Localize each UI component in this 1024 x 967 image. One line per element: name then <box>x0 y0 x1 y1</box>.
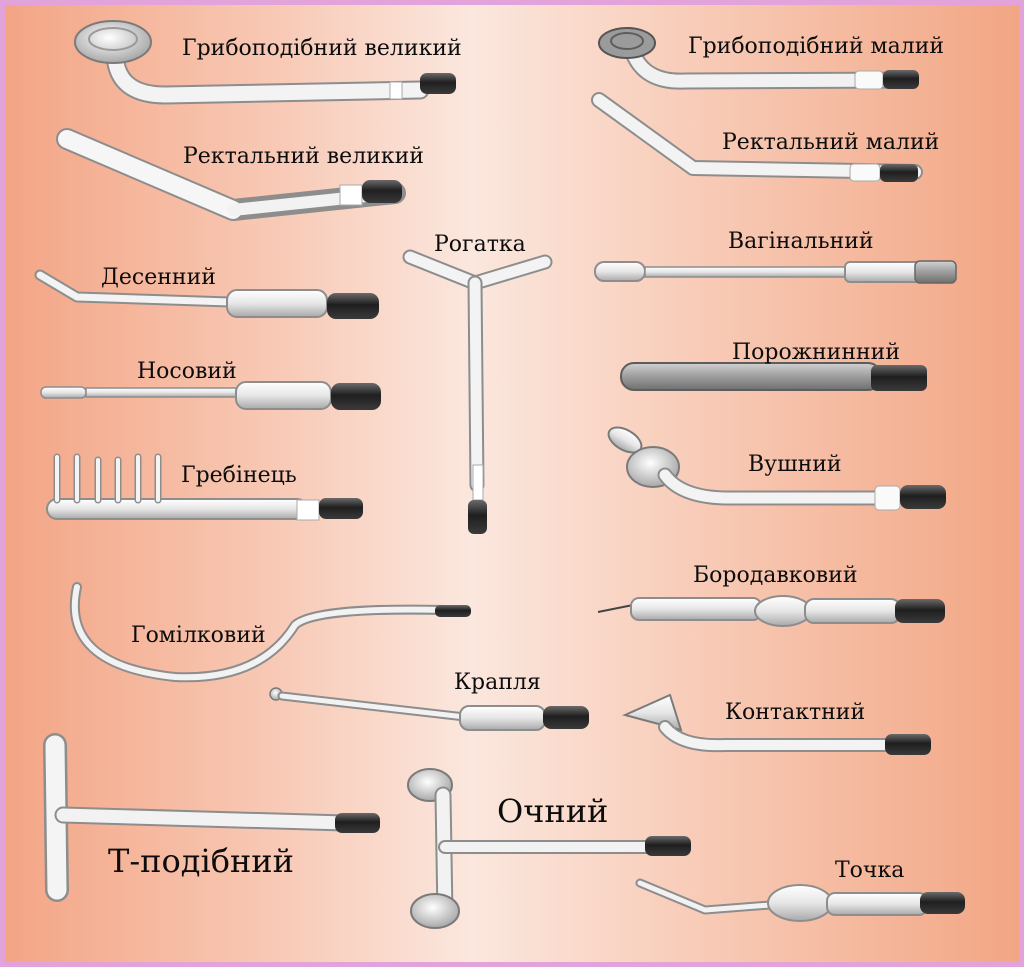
label-comb: Гребінець <box>181 463 297 488</box>
label-rectal-small: Ректальний малий <box>722 130 940 155</box>
electrode-ear <box>607 426 946 511</box>
electrode-mushroom-small <box>598 27 919 90</box>
electrode-eye <box>407 768 691 929</box>
label-eye: Очний <box>497 792 609 830</box>
label-point: Точка <box>835 858 905 883</box>
electrode-rectal-small <box>591 92 923 182</box>
label-contact: Контактний <box>725 700 866 725</box>
electrode-gum <box>34 269 379 319</box>
label-slingshot: Рогатка <box>434 232 526 257</box>
electrode-wart <box>597 595 945 627</box>
electrode-slingshot <box>402 249 553 534</box>
electrode-mushroom-large <box>74 20 456 105</box>
label-gum: Десенний <box>101 265 216 290</box>
electrode-illustrations <box>34 20 965 929</box>
electrode-point <box>635 878 965 922</box>
label-t-shaped: Т-подібний <box>108 842 294 880</box>
electrode-rectal-large <box>56 128 406 221</box>
label-rectal-large: Ректальний великий <box>183 144 424 169</box>
label-vaginal: Вагінальний <box>728 229 874 254</box>
label-wart: Бородавковий <box>693 563 858 588</box>
electrode-vaginal <box>594 260 957 284</box>
label-mushroom-small: Грибоподібний малий <box>688 34 945 59</box>
electrode-comb <box>46 453 363 521</box>
label-mushroom-large: Грибоподібний великий <box>182 36 462 61</box>
label-cavity: Порожнинний <box>732 340 900 365</box>
label-nasal: Носовий <box>137 359 237 384</box>
label-ear: Вушний <box>748 452 842 477</box>
label-shin: Гомілковий <box>131 623 266 648</box>
electrode-t-shaped <box>43 733 380 902</box>
electrode-nasal <box>40 381 381 410</box>
electrode-drop <box>269 687 589 731</box>
electrode-shin <box>69 582 471 683</box>
electrode-cavity <box>620 362 927 391</box>
label-drop: Крапля <box>454 670 541 695</box>
electrode-contact <box>622 693 931 755</box>
